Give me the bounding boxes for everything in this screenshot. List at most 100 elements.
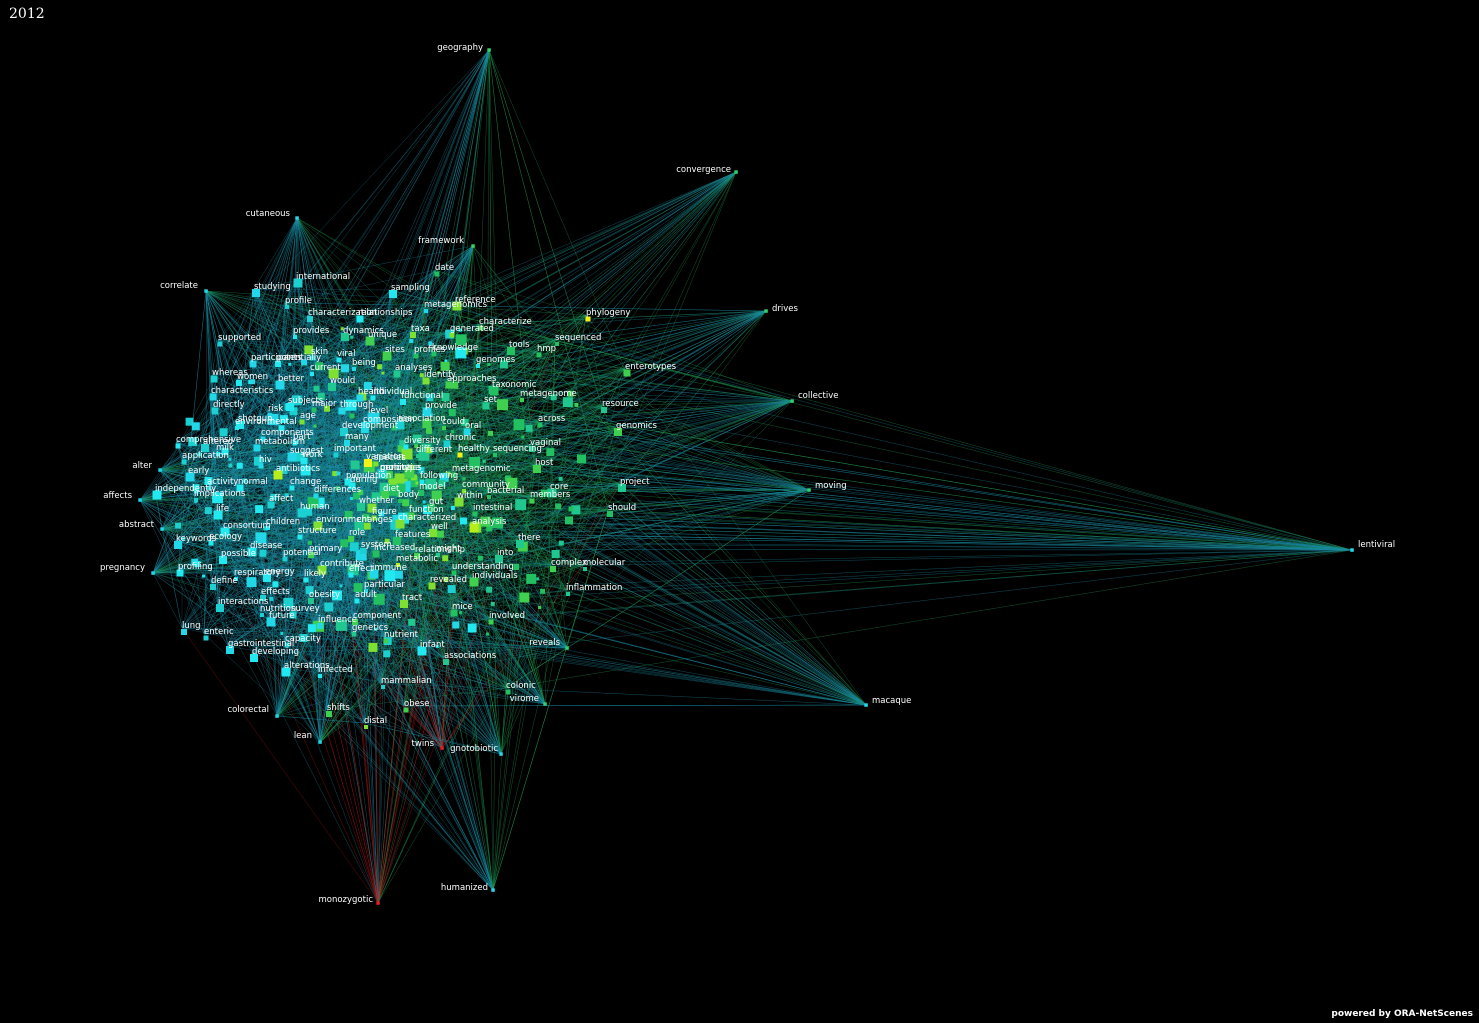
node[interactable] — [383, 650, 391, 658]
node-correlate[interactable] — [204, 289, 208, 293]
node[interactable] — [447, 585, 456, 594]
node[interactable] — [341, 364, 349, 373]
node[interactable] — [482, 459, 486, 463]
node-cutaneous[interactable] — [295, 216, 299, 220]
node[interactable] — [415, 481, 419, 485]
node[interactable] — [394, 473, 405, 484]
node[interactable] — [568, 506, 574, 512]
node-colorectal[interactable] — [275, 714, 279, 718]
node[interactable] — [467, 623, 477, 633]
node[interactable] — [486, 632, 489, 636]
node-twins[interactable] — [440, 746, 444, 750]
edge — [227, 470, 453, 647]
node[interactable] — [191, 422, 200, 431]
node[interactable] — [246, 577, 257, 588]
edge — [478, 323, 810, 491]
node[interactable] — [546, 448, 555, 457]
node[interactable] — [577, 454, 586, 464]
node-drives[interactable] — [764, 309, 768, 313]
node[interactable] — [381, 371, 385, 375]
node[interactable] — [525, 424, 533, 432]
node[interactable] — [350, 335, 354, 339]
node[interactable] — [513, 419, 525, 431]
node[interactable] — [490, 601, 495, 606]
node[interactable] — [558, 476, 563, 481]
node[interactable] — [349, 413, 355, 419]
node[interactable] — [555, 503, 562, 510]
node[interactable] — [515, 499, 527, 511]
node-abstract[interactable] — [160, 527, 164, 531]
node[interactable] — [336, 471, 341, 476]
node[interactable] — [175, 522, 182, 529]
node[interactable] — [204, 507, 212, 515]
node[interactable] — [442, 555, 449, 562]
node[interactable] — [202, 574, 206, 578]
edge — [217, 339, 256, 445]
node-reveals[interactable] — [565, 646, 569, 650]
edge — [292, 332, 397, 562]
node[interactable] — [452, 621, 460, 629]
node[interactable] — [521, 435, 525, 439]
node-framework[interactable] — [471, 244, 475, 248]
node[interactable] — [288, 362, 292, 366]
node[interactable] — [574, 402, 579, 407]
node[interactable] — [558, 540, 564, 546]
node[interactable] — [425, 427, 432, 434]
node-convergence[interactable] — [734, 170, 738, 174]
node[interactable] — [339, 584, 343, 588]
node[interactable] — [460, 517, 467, 525]
node[interactable] — [488, 430, 493, 436]
edge — [206, 452, 291, 485]
edge — [333, 310, 767, 452]
node-gnotobiotic[interactable] — [499, 752, 503, 756]
edge — [251, 450, 459, 655]
node[interactable] — [269, 596, 274, 601]
node[interactable] — [486, 586, 493, 593]
node[interactable] — [404, 478, 408, 482]
edge — [454, 301, 551, 490]
edge — [217, 288, 255, 605]
node-virome[interactable] — [543, 702, 547, 706]
node[interactable] — [526, 573, 537, 584]
node[interactable] — [519, 592, 530, 603]
node[interactable] — [513, 564, 520, 570]
node-lentiviral[interactable] — [1350, 548, 1354, 552]
node[interactable] — [350, 460, 360, 470]
node[interactable] — [408, 618, 416, 626]
node[interactable] — [368, 642, 378, 652]
node[interactable] — [350, 497, 353, 500]
node-geography[interactable] — [487, 48, 491, 52]
node[interactable] — [477, 555, 483, 561]
node-moving[interactable] — [807, 488, 811, 492]
node[interactable] — [307, 624, 316, 633]
node[interactable] — [536, 577, 540, 581]
node[interactable] — [324, 602, 334, 612]
node[interactable] — [313, 424, 317, 428]
node[interactable] — [313, 385, 320, 392]
node-macaque[interactable] — [864, 703, 868, 707]
node[interactable] — [497, 399, 508, 411]
node[interactable] — [565, 516, 573, 525]
node[interactable] — [450, 506, 455, 510]
node[interactable] — [422, 500, 426, 504]
node-affects[interactable] — [138, 498, 142, 502]
node[interactable] — [377, 364, 383, 370]
node[interactable] — [538, 606, 542, 609]
node-pregnancy[interactable] — [151, 571, 155, 575]
node-lean[interactable] — [318, 740, 322, 744]
node[interactable] — [280, 632, 284, 635]
node[interactable] — [540, 588, 546, 594]
edge — [435, 464, 536, 552]
node[interactable] — [236, 462, 243, 469]
node[interactable] — [409, 339, 414, 343]
node-collective[interactable] — [790, 399, 794, 403]
node[interactable] — [349, 542, 359, 552]
edge — [423, 376, 546, 705]
node[interactable] — [255, 505, 264, 514]
node-humanized[interactable] — [491, 888, 495, 892]
node-alter[interactable] — [158, 468, 162, 472]
node-monozygotic[interactable] — [376, 901, 380, 905]
node[interactable] — [332, 471, 338, 477]
node[interactable] — [228, 463, 233, 468]
node[interactable] — [551, 550, 560, 558]
